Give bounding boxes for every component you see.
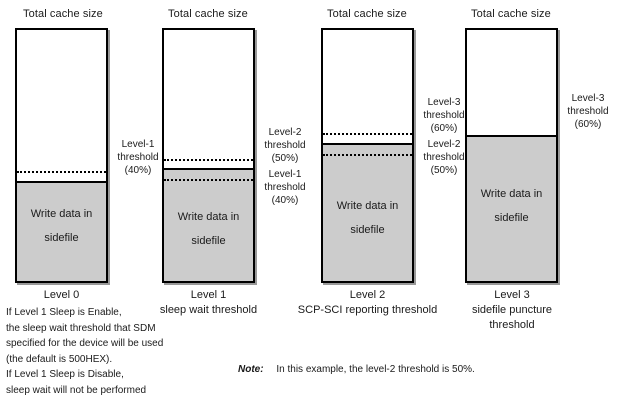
threshold-percent: (60%): [430, 123, 458, 134]
fill-label-line2: sidefile: [494, 212, 529, 225]
sidefile-fill: Write data in sidefile: [17, 180, 106, 281]
column-header-total-cache-size: Total cache size: [23, 8, 103, 20]
cache-box: Write data in sidefile: [465, 28, 558, 283]
fill-label-line2: sidefile: [44, 231, 79, 244]
fill-label-line1: Write data in: [480, 188, 543, 201]
footnote-line-3: specified for the device will be used: [6, 338, 164, 349]
column-caption-level-3-line2: sidefile puncture: [471, 304, 553, 316]
footnote-line-2: the sleep wait threshold that SDM: [6, 322, 156, 334]
level-0-footnote: If Level 1 Sleep is Enable, the sleep wa…: [6, 305, 163, 398]
note-separator: :: [260, 364, 264, 375]
column-caption-level-1-line1: Level 1: [190, 289, 227, 301]
fill-label-line1: Write data in: [30, 207, 93, 220]
threshold-name: Level-2: [268, 127, 302, 138]
sidefile-fill: Write data in sidefile: [164, 168, 253, 281]
threshold-label-level-1: Level-1 threshold (40%): [112, 138, 164, 177]
footnote-line-4: (the default is 500HEX).: [6, 353, 113, 365]
cache-box: Write data in sidefile: [162, 28, 255, 283]
threshold-label-level-1: Level-1 threshold (40%): [259, 168, 311, 207]
threshold-line-level-2: [164, 158, 253, 161]
threshold-percent: (40%): [271, 195, 299, 206]
threshold-word: threshold: [423, 152, 465, 163]
threshold-name: Level-1: [268, 169, 302, 180]
fill-label-line2: sidefile: [191, 235, 226, 248]
threshold-word: threshold: [567, 106, 609, 117]
column-header-total-cache-size: Total cache size: [327, 8, 407, 20]
footnote-line-6: sleep wait will not be performed: [6, 384, 147, 396]
threshold-name: Level-1: [121, 139, 155, 150]
sidefile-fill: Write data in sidefile: [467, 135, 556, 281]
threshold-line-level-3: [323, 133, 412, 136]
threshold-word: threshold: [117, 152, 159, 163]
footnote-line-5: If Level 1 Sleep is Disable,: [6, 369, 124, 380]
threshold-word: threshold: [264, 182, 306, 193]
column-caption-level-1-line2: sleep wait threshold: [159, 304, 258, 316]
threshold-percent: (60%): [574, 119, 602, 130]
note-block: Note: In this example, the level-2 thres…: [238, 362, 475, 377]
fill-label-line2: sidefile: [350, 223, 385, 236]
note-text: In this example, the level-2 threshold i…: [276, 364, 475, 375]
threshold-percent: (40%): [124, 165, 152, 176]
threshold-percent: (50%): [271, 153, 299, 164]
threshold-name: Level-3: [427, 97, 461, 108]
column-caption-level-3-line3: threshold: [489, 319, 535, 331]
column-caption-level-2-line1: Level 2: [349, 289, 386, 301]
fill-label-line1: Write data in: [336, 199, 399, 212]
threshold-line-level-1: [164, 178, 253, 181]
threshold-line-level-2: [323, 153, 412, 156]
threshold-label-level-2: Level-2 threshold (50%): [418, 138, 470, 177]
threshold-percent: (50%): [430, 165, 458, 176]
cache-box: Write data in sidefile: [15, 28, 108, 283]
sidefile-fill: Write data in sidefile: [323, 142, 412, 281]
footnote-line-1: If Level 1 Sleep is Enable,: [6, 307, 122, 318]
threshold-word: threshold: [423, 110, 465, 121]
cache-box: Write data in sidefile: [321, 28, 414, 283]
threshold-label-level-3: Level-3 threshold (60%): [418, 96, 470, 135]
threshold-label-level-2: Level-2 threshold (50%): [259, 126, 311, 165]
column-header-total-cache-size: Total cache size: [168, 8, 248, 20]
column-caption-level-3-line1: Level 3: [494, 289, 530, 301]
column-caption-level-2-line2: SCP-SCI reporting threshold: [297, 304, 438, 316]
threshold-line-level-1: [17, 171, 106, 174]
note-label: Note: [238, 364, 261, 375]
column-header-total-cache-size: Total cache size: [471, 8, 551, 20]
fill-label-line1: Write data in: [177, 211, 240, 224]
column-caption-level-0: Level 0: [43, 289, 80, 301]
threshold-word: threshold: [264, 140, 306, 151]
threshold-label-level-3: Level-3 threshold (60%): [562, 92, 614, 131]
threshold-name: Level-2: [427, 139, 461, 150]
threshold-name: Level-3: [571, 93, 605, 104]
